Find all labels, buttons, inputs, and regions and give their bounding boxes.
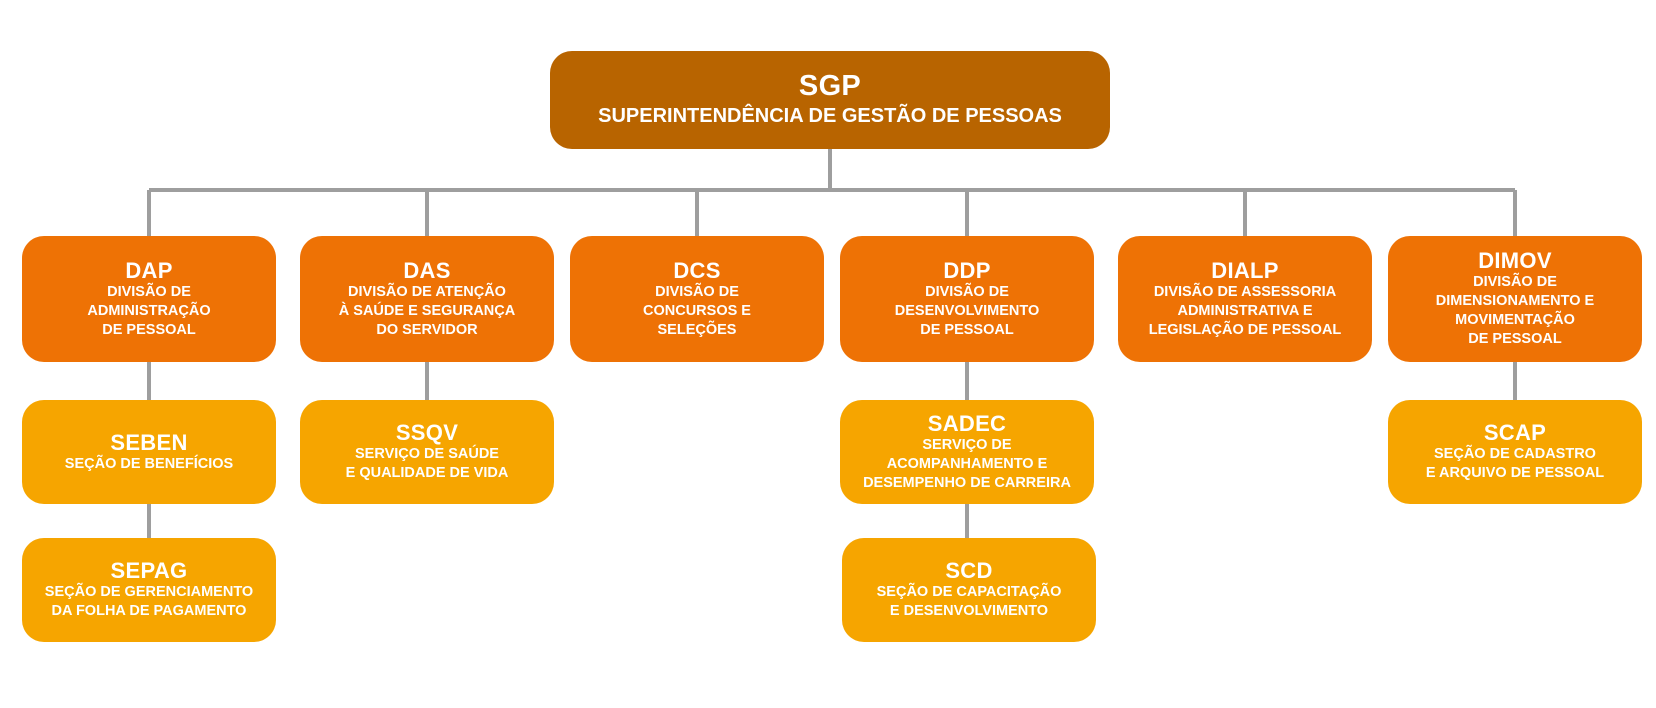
org-unit-sgp: SGP SUPERINTENDÊNCIA DE GESTÃO DE PESSOAS (550, 51, 1110, 149)
unit-full-name: DIVISÃO DE ATENÇÃO À SAÚDE E SEGURANÇA D… (338, 283, 516, 338)
unit-abbreviation: SGP (798, 70, 862, 102)
unit-full-name: SERVIÇO DE SAÚDE E QUALIDADE DE VIDA (345, 446, 509, 481)
unit-full-name: DIVISÃO DE CONCURSOS E SELEÇÕES (643, 283, 751, 338)
unit-abbreviation: DDP (943, 257, 991, 283)
unit-abbreviation: SEPAG (110, 558, 188, 583)
unit-full-name: SEÇÃO DE BENEFÍCIOS (64, 455, 234, 472)
unit-full-name: DIVISÃO DE ADMINISTRAÇÃO DE PESSOAL (87, 283, 211, 338)
unit-abbreviation: SCD (945, 558, 993, 583)
unit-abbreviation: SCAP (1483, 420, 1547, 445)
unit-full-name: SERVIÇO DE ACOMPANHAMENTO E DESEMPENHO D… (863, 436, 1071, 491)
unit-full-name: DIVISÃO DE DIMENSIONAMENTO E MOVIMENTAÇÃ… (1435, 274, 1595, 347)
unit-abbreviation: DAS (403, 257, 451, 283)
unit-full-name: DIVISÃO DE ASSESSORIA ADMINISTRATIVA E L… (1148, 283, 1342, 338)
unit-full-name: SEÇÃO DE GERENCIAMENTO DA FOLHA DE PAGAM… (44, 584, 254, 619)
unit-abbreviation: SEBEN (110, 429, 188, 455)
unit-abbreviation: SADEC (927, 410, 1007, 436)
unit-full-name: SEÇÃO DE CADASTRO E ARQUIVO DE PESSOAL (1425, 446, 1605, 481)
unit-abbreviation: DAP (125, 257, 173, 283)
unit-abbreviation: DIALP (1211, 257, 1279, 283)
unit-abbreviation: DIMOV (1478, 248, 1552, 273)
unit-full-name: SEÇÃO DE CAPACITAÇÃO E DESENVOLVIMENTO (876, 584, 1062, 619)
unit-abbreviation: SSQV (395, 420, 459, 445)
unit-full-name: DIVISÃO DE DESENVOLVIMENTO DE PESSOAL (894, 283, 1040, 338)
unit-full-name: SUPERINTENDÊNCIA DE GESTÃO DE PESSOAS (598, 105, 1062, 127)
unit-abbreviation: DCS (673, 257, 721, 283)
